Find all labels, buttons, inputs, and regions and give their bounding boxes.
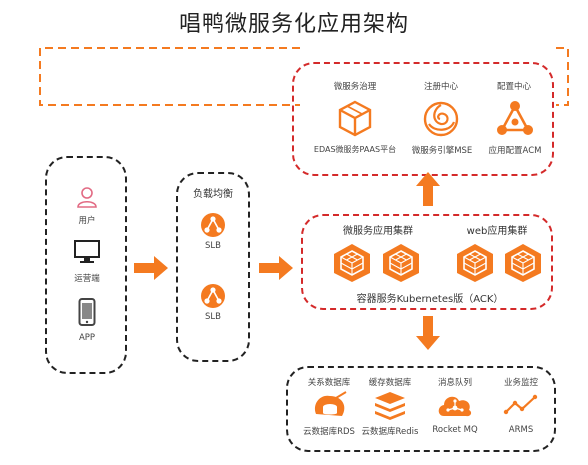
service-caption-acm: 应用配置ACM: [488, 146, 542, 156]
services-group: [292, 62, 554, 176]
stack-icon: [373, 390, 407, 420]
datastore-title-monitor: 业务监控: [503, 378, 538, 388]
datastore-caption-rds: 云数据库RDS: [303, 427, 355, 437]
client-label-user: 用户: [78, 216, 96, 226]
database-icon: [312, 390, 348, 420]
load-balancer-group: [176, 172, 250, 362]
monitor-icon: [74, 240, 100, 264]
datastores-group: [286, 366, 556, 452]
micro-cluster-title: 微服务应用集群: [343, 226, 413, 237]
service-caption-edas: EDAS微服务PAAS平台: [313, 145, 397, 154]
page-title: 唱鸭微服务化应用架构: [178, 12, 409, 37]
arrow-right-1-icon: [134, 256, 170, 280]
cube-icon: [337, 100, 373, 137]
datastore-caption-mq: Rocket MQ: [432, 425, 478, 435]
load-balancer-title: 负载均衡: [193, 189, 233, 200]
config-icon: [496, 100, 534, 138]
slb-icon: [200, 283, 226, 309]
datastore-caption-redis: 云数据库Redis: [361, 427, 419, 437]
container-cube-icon: [332, 243, 372, 283]
client-label-app: APP: [78, 333, 96, 343]
service-title-config: 配置中心: [496, 82, 531, 92]
container-cube-icon: [381, 243, 421, 283]
datastore-title-redis: 缓存数据库: [368, 378, 412, 388]
datastore-title-rds: 关系数据库: [307, 378, 351, 388]
arrow-down-icon: [416, 316, 440, 352]
slb-label-2: SLB: [205, 312, 221, 322]
slb-label-1: SLB: [205, 241, 221, 251]
arrow-up-icon: [416, 170, 440, 206]
container-cube-icon: [455, 243, 495, 283]
monitor-line-icon: [503, 394, 538, 416]
container-cube-icon: [503, 243, 543, 283]
datastore-title-mq: 消息队列: [437, 378, 472, 388]
client-label-ops: 运营端: [74, 274, 100, 284]
swirl-icon: [422, 100, 460, 138]
cluster-caption: 容器服务Kubernetes版（ACK）: [356, 294, 504, 305]
top-bracket-line: [39, 47, 569, 106]
client-group: [45, 156, 127, 374]
cluster-group: [301, 214, 553, 310]
service-title-governance: 微服务治理: [333, 82, 377, 92]
cloud-mq-icon: [436, 390, 474, 420]
arrow-right-2-icon: [259, 256, 295, 280]
service-caption-mse: 微服务引擎MSE: [411, 146, 473, 156]
web-cluster-title: web应用集群: [466, 226, 528, 237]
user-icon: [76, 186, 98, 208]
slb-icon: [200, 212, 226, 238]
phone-icon: [78, 298, 96, 326]
service-title-registry: 注册中心: [423, 82, 458, 92]
datastore-caption-arms: ARMS: [508, 425, 534, 435]
